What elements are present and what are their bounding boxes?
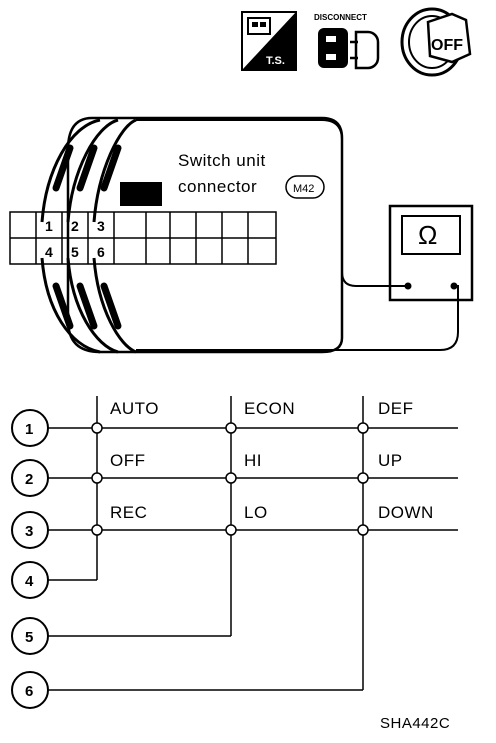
- position-up-label: UP: [378, 451, 403, 470]
- connector-title-line1: Switch unit: [178, 151, 266, 170]
- probe-bodies-top: [52, 144, 122, 192]
- key-off-label: OFF: [431, 37, 463, 54]
- pin-3-label: 3: [97, 218, 105, 234]
- terminal-4-label: 4: [25, 573, 34, 590]
- pin-2-label: 2: [71, 218, 79, 234]
- terminal-3-label: 3: [25, 523, 33, 540]
- disconnect-icon: DISCONNECT: [314, 13, 380, 70]
- connector-id-label: M42: [293, 183, 314, 195]
- probe-leads-bottom: [40, 257, 137, 354]
- pin-5-label: 5: [71, 244, 79, 260]
- position-def-label: DEF: [378, 399, 414, 418]
- ignition-key-icon: OFF: [400, 7, 472, 77]
- ohm-symbol: Ω: [418, 220, 437, 250]
- ts-icon: T.S.: [241, 11, 297, 71]
- position-off-label: OFF: [110, 451, 146, 470]
- reference-code: SHA442C: [380, 715, 450, 732]
- meter-leads: [136, 119, 459, 351]
- connector-title-line2: connector: [178, 177, 257, 196]
- terminal-5-label: 5: [25, 629, 33, 646]
- position-hi-label: HI: [244, 451, 262, 470]
- position-rec-label: REC: [110, 503, 147, 522]
- disconnect-label: DISCONNECT: [314, 13, 367, 22]
- switch-contacts: [91, 422, 369, 536]
- position-lo-label: LO: [244, 503, 268, 522]
- schematic-wiring: [48, 396, 458, 691]
- pin-6-label: 6: [97, 244, 105, 260]
- terminal-6-label: 6: [25, 683, 33, 700]
- ts-label: T.S.: [266, 55, 285, 67]
- connector-id-badge: [285, 175, 325, 199]
- pin-4-label: 4: [45, 244, 53, 260]
- terminal-2-label: 2: [25, 471, 33, 488]
- terminal-1-label: 1: [25, 421, 33, 438]
- connector-lock-tab: [120, 182, 162, 206]
- probe-bodies-bottom: [52, 282, 122, 330]
- position-down-label: DOWN: [378, 503, 434, 522]
- connector-grid: [9, 211, 277, 265]
- position-auto-label: AUTO: [110, 399, 159, 418]
- terminal-circles: [11, 409, 49, 709]
- ohmmeter: Ω: [388, 204, 474, 302]
- position-econ-label: ECON: [244, 399, 295, 418]
- pin-1-label: 1: [45, 218, 53, 234]
- probe-leads-top: [40, 118, 137, 223]
